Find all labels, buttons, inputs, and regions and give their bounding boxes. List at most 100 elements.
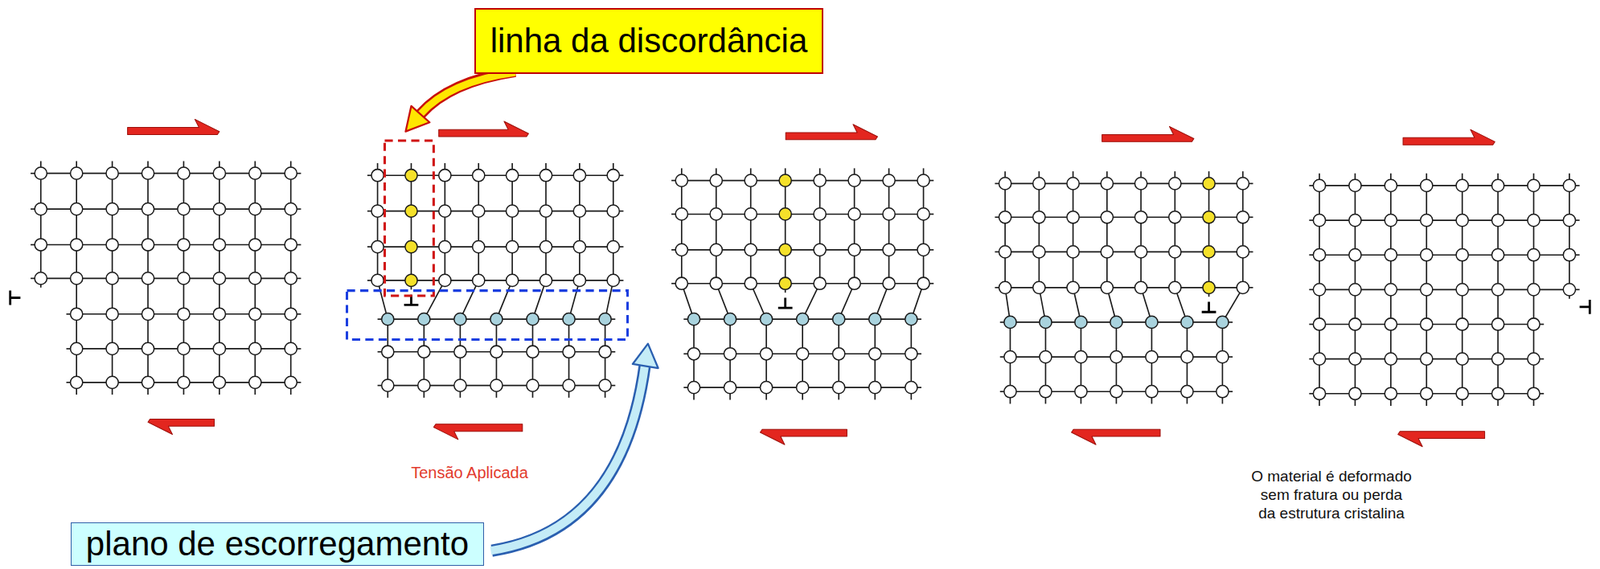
atom [573, 169, 586, 182]
atom [213, 272, 226, 285]
atom [917, 277, 930, 290]
atom [1527, 179, 1540, 192]
atom [744, 277, 757, 290]
atom [1349, 318, 1362, 331]
atom [1349, 283, 1362, 296]
atom [1100, 246, 1113, 259]
atom [539, 205, 552, 218]
atom [454, 345, 467, 358]
shear-stress-arrow [1102, 126, 1194, 142]
shear-stress-arrow [1403, 129, 1495, 145]
atom [1312, 352, 1326, 366]
atom [1100, 211, 1113, 224]
atom [371, 274, 384, 287]
atom [177, 307, 190, 320]
atom [1312, 318, 1326, 331]
atom [70, 202, 83, 215]
dislocation-symbol [1202, 302, 1217, 313]
atom [1384, 352, 1397, 366]
atom [1527, 387, 1540, 400]
slip-plane-atom [1039, 315, 1052, 329]
atom [1349, 249, 1362, 262]
atom [472, 274, 485, 287]
atom [1236, 281, 1249, 294]
atom [1066, 246, 1079, 259]
dislocation-symbol [1579, 299, 1591, 315]
atom [1420, 213, 1433, 226]
atom [284, 272, 297, 285]
slip-plane-atom [1216, 315, 1229, 329]
atom [1236, 246, 1249, 259]
atom [1134, 246, 1147, 259]
atom [1169, 246, 1182, 259]
atom [106, 376, 119, 389]
extra-half-plane-atom [405, 169, 418, 182]
atom [284, 238, 297, 251]
extra-half-plane-atom [779, 174, 792, 187]
atom [1100, 281, 1113, 294]
atom [438, 169, 452, 182]
slip-plane-atom [796, 313, 809, 326]
atom [1033, 246, 1046, 259]
atom [177, 238, 190, 251]
atom [371, 205, 384, 218]
dislocation-line-highlight [384, 140, 434, 296]
atom [848, 277, 861, 290]
stress-label: Tensão Aplicada [410, 463, 529, 483]
atom [1039, 385, 1052, 398]
atom [1134, 281, 1147, 294]
lattice-panel [367, 163, 624, 398]
atom [1033, 177, 1046, 190]
atom [438, 274, 452, 287]
atom [1456, 213, 1469, 226]
atom [418, 345, 431, 358]
atom [284, 376, 297, 389]
lattice-panel [10, 160, 302, 395]
atom [213, 202, 226, 215]
atom [526, 345, 539, 358]
atom [1456, 179, 1469, 192]
atom [675, 174, 688, 187]
atom [249, 342, 262, 355]
slip-plane-atom [418, 313, 431, 326]
atom [1527, 318, 1540, 331]
extra-half-plane-atom [405, 274, 418, 287]
atom [371, 240, 384, 253]
slip-plane-atom [381, 313, 394, 326]
atom [213, 167, 226, 180]
atom [1420, 179, 1433, 192]
atom [213, 342, 226, 355]
atom [687, 348, 700, 361]
atom [1110, 385, 1123, 398]
atom [1420, 318, 1433, 331]
slip-plane-atom [1145, 315, 1158, 329]
atom [1420, 249, 1433, 262]
atom [106, 272, 119, 285]
callout-arrow-outline [420, 71, 516, 115]
atom [1312, 213, 1326, 226]
atom [1563, 179, 1576, 192]
callout-arrow-body [490, 365, 645, 551]
atom [1039, 350, 1052, 363]
extra-half-plane-atom [1202, 177, 1215, 190]
caption-note: O material é deformado sem fratura ou pe… [1251, 467, 1413, 524]
atom [106, 238, 119, 251]
atom [70, 238, 83, 251]
atom [1384, 213, 1397, 226]
atom [1312, 283, 1326, 296]
callout-arrow-body [420, 72, 516, 115]
atom [709, 208, 723, 221]
atom [490, 345, 503, 358]
atom [1169, 281, 1182, 294]
atom [106, 307, 119, 320]
atom [539, 240, 552, 253]
atom [70, 167, 83, 180]
dislocation-symbol [778, 297, 793, 308]
atom [472, 169, 485, 182]
atom [905, 381, 918, 394]
atom [1236, 211, 1249, 224]
atom [1216, 350, 1229, 363]
atom [1100, 177, 1113, 190]
atom [1349, 387, 1362, 400]
atom [34, 272, 47, 285]
